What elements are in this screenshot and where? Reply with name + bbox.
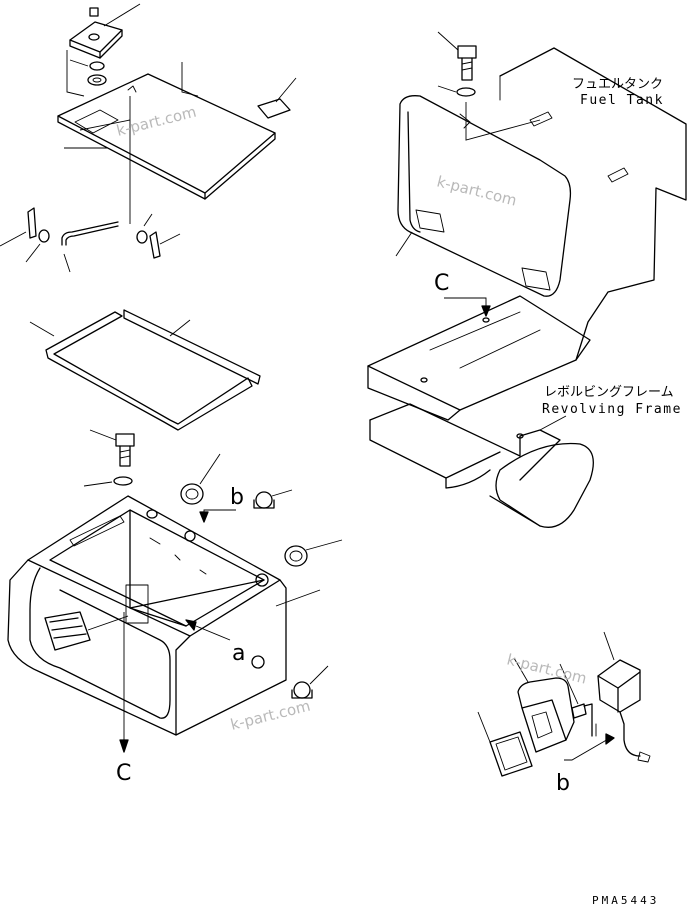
ref-label-a: a (232, 641, 245, 666)
lamp-assembly (477, 631, 651, 777)
ref-label-b-lower: b (556, 771, 570, 796)
revolving-frame-label-en: Revolving Frame (542, 402, 682, 417)
revolving-frame-label-jp: レボルビングフレーム (544, 385, 674, 400)
revolving-frame (367, 295, 594, 528)
grommets (180, 453, 343, 699)
battery-box (7, 495, 321, 753)
ref-label-c-left: C (116, 761, 131, 786)
watermark: k-part.com (435, 172, 519, 209)
seal-gasket (29, 309, 261, 431)
watermark: k-part.com (505, 650, 589, 687)
bolt-washer-left (83, 429, 135, 487)
ref-label-c-right: C (434, 271, 449, 296)
ref-label-b-upper: b (230, 485, 244, 510)
lid-assembly (0, 3, 297, 273)
fuel-tank-assembly (395, 31, 687, 361)
watermark: k-part.com (115, 103, 199, 140)
fuel-tank-label-jp: フュエルタンク (572, 77, 663, 92)
fuel-tank-label-en: Fuel Tank (580, 93, 664, 108)
drawing-code: PMA5443 (592, 894, 659, 907)
